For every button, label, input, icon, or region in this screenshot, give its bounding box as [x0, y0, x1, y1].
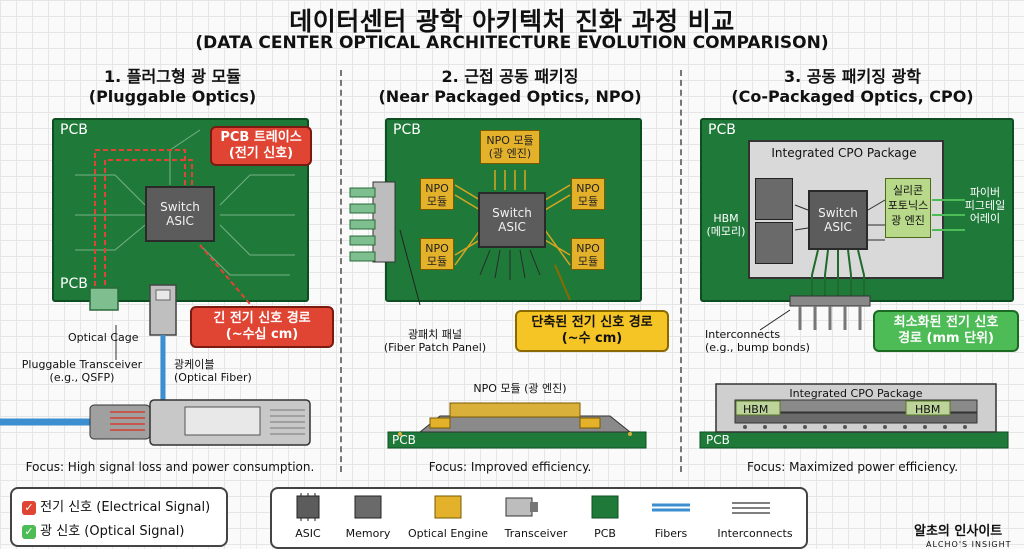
optical-engine-icon: [434, 495, 462, 519]
fibers-icon: [652, 503, 690, 512]
signal-legend: [10, 487, 228, 547]
column-divider: [340, 70, 342, 472]
cpo-side-hbm-left: HBM: [743, 403, 769, 416]
npo-side-pcb-label: PCB: [392, 433, 416, 447]
pcb-icon: [591, 495, 619, 519]
green-check-icon: ✓: [22, 524, 36, 539]
npo-focus: Focus: Improved efficiency.: [428, 460, 592, 474]
page-subtitle: (DATA CENTER OPTICAL ARCHITECTURE EVOLUT…: [195, 33, 829, 53]
interconnects-label: Interconnects(e.g., bump bonds): [705, 328, 810, 354]
legend-pcb-label: PCB: [594, 527, 616, 540]
optical-cage-label: Optical Cage: [68, 331, 139, 344]
pcb-trace-callout: PCB 트레이스(전기 신호): [210, 126, 312, 166]
cpo-focus: Focus: Maximized power efficiency.: [746, 460, 959, 474]
page-title: 데이터센터 광학 아키텍처 진화 과정 비교: [289, 7, 735, 36]
column-divider: [680, 70, 682, 472]
pluggable-pcb-label-2: PCB: [60, 276, 88, 292]
interconnects-icon: [732, 502, 770, 514]
hbm-block-top: [755, 178, 793, 220]
legend-memory-label: Memory: [345, 527, 391, 540]
optical-signal-legend: ✓ 광 신호 (Optical Signal): [22, 520, 184, 539]
hbm-block-bottom: [755, 222, 793, 264]
npo-pcb-label: PCB: [393, 122, 421, 138]
hbm-memory-label: HBM(메모리): [706, 212, 746, 238]
cpo-title: 3. 공동 패키징 광학 (Co-Packaged Optics, CPO): [731, 67, 974, 106]
long-signal-path-callout: 긴 전기 신호 경로(~수십 cm): [190, 306, 334, 348]
pluggable-pcb-label: PCB: [60, 122, 88, 138]
shortened-signal-path-callout: 단축된 전기 신호 경로(~수 cm): [515, 310, 669, 352]
red-check-icon: ✓: [22, 500, 36, 515]
legend-asic-label: ASIC: [295, 527, 321, 540]
legend-fibers-label: Fibers: [654, 527, 688, 540]
cpo-side-package-label: Integrated CPO Package: [789, 387, 923, 400]
transceiver-icon: [505, 497, 538, 517]
legend-optical-engine-label: Optical Engine: [407, 527, 489, 540]
cpo-package-label: Integrated CPO Package: [771, 146, 917, 160]
asic-icon: [296, 493, 320, 521]
legend-transceiver-label: Transceiver: [504, 527, 568, 540]
optical-fiber-label: 광케이블(Optical Fiber): [174, 358, 252, 384]
fiber-patch-panel-label: 광패치 패널(Fiber Patch Panel): [383, 328, 487, 354]
legend-interconnects-label: Interconnects: [717, 527, 793, 540]
watermark-sub: ALCHO'S INSIGHT: [926, 540, 1012, 549]
pluggable-title: 1. 플러그형 광 모듈 (Pluggable Optics): [88, 67, 257, 106]
pluggable-focus: Focus: High signal loss and power consum…: [25, 460, 315, 474]
memory-icon: [354, 495, 382, 519]
cpo-pcb-label: PCB: [708, 122, 736, 138]
cpo-side-pcb-label: PCB: [706, 433, 730, 447]
watermark-brand: 알초의 인사이트: [914, 524, 1003, 539]
electrical-signal-legend: ✓ 전기 신호 (Electrical Signal): [22, 496, 210, 515]
pluggable-transceiver-label: Pluggable Transceiver(e.g., QSFP): [21, 358, 143, 384]
npo-module-top: NPO 모듈(광 엔진): [480, 130, 540, 164]
npo-title: 2. 근접 공동 패키징 (Near Packaged Optics, NPO): [378, 67, 642, 106]
npo-side-label: NPO 모듈 (광 엔진): [473, 382, 567, 395]
cpo-side-hbm-right: HBM: [915, 403, 941, 416]
